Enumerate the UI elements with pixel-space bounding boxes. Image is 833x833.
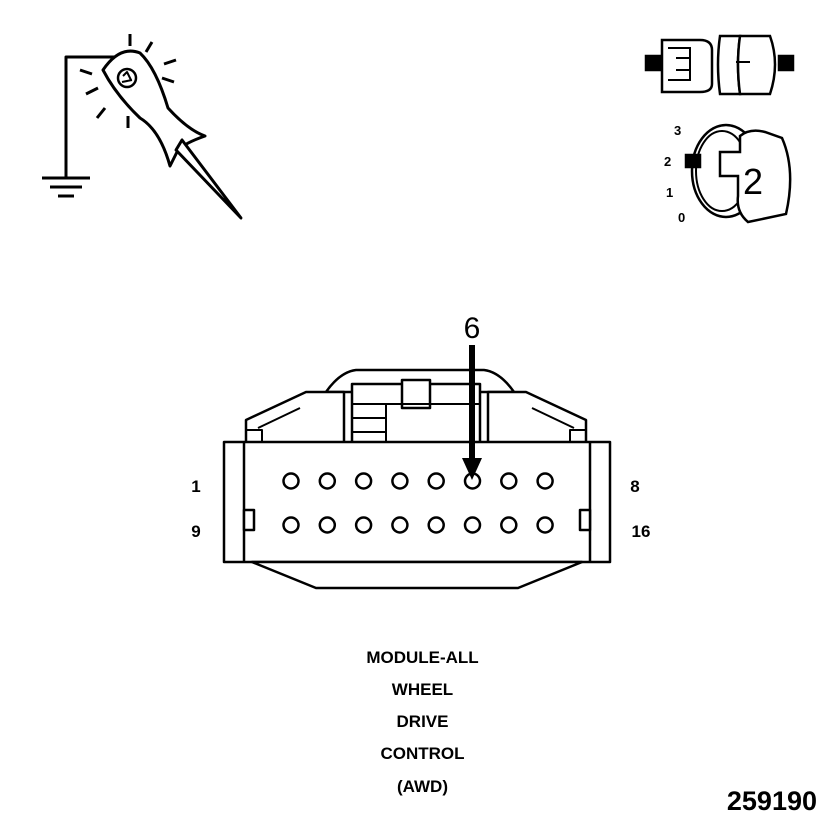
pin-label-8: 8 <box>630 477 639 496</box>
probe-tip <box>174 138 243 220</box>
pin-cavity-12 <box>391 516 409 534</box>
caption-line-2: WHEEL <box>391 680 454 699</box>
caption-line-5: (AWD) <box>397 777 448 796</box>
pin-label-16: 16 <box>632 522 651 541</box>
pin-cavity-14 <box>463 516 482 534</box>
pin-cavity-2 <box>318 472 337 490</box>
connector-row-top <box>282 472 554 490</box>
figure-number: 259190 <box>726 786 817 816</box>
pin-cavity-13 <box>427 516 445 534</box>
ground-lead <box>64 55 114 178</box>
probe-arrow <box>462 345 482 480</box>
connector-skirt <box>250 560 584 590</box>
key-position-3: 3 <box>674 123 681 138</box>
connector-row-bottom <box>282 516 554 534</box>
pin-cavity-3 <box>354 472 373 490</box>
pin-cavity-11 <box>354 516 373 534</box>
key-position-marker <box>684 153 702 169</box>
pin-cavity-7 <box>500 472 518 490</box>
key-selected-position: 2 <box>743 161 763 202</box>
light-rays-icon <box>79 34 177 128</box>
lamp-bulb-icon <box>116 67 138 89</box>
connector-body <box>222 440 612 564</box>
probe-pin-label: 6 <box>464 312 481 345</box>
pin-cavity-4 <box>391 472 409 490</box>
key-position-0: 0 <box>678 210 685 225</box>
key-head <box>718 129 792 224</box>
caption-line-4: CONTROL <box>380 744 465 763</box>
pin-cavity-1 <box>282 472 300 490</box>
caption-line-3: DRIVE <box>396 712 449 731</box>
caption-line-1: MODULE-ALL <box>366 648 479 667</box>
pin-cavity-16 <box>536 516 554 534</box>
ground-symbol-icon <box>42 176 90 198</box>
pin-cavity-5 <box>427 472 445 490</box>
pin-cavity-8 <box>536 472 554 490</box>
pin-label-1: 1 <box>191 477 200 496</box>
disconnected-connector-icon <box>644 34 795 96</box>
key-position-2: 2 <box>664 154 671 169</box>
pin-cavity-9 <box>282 516 300 534</box>
pin-label-9: 9 <box>191 522 200 541</box>
ignition-key-icon <box>684 123 792 224</box>
key-position-1: 1 <box>666 185 673 200</box>
test-probe-icon <box>42 34 243 220</box>
pin-cavity-10 <box>318 516 337 534</box>
module-connector <box>222 368 612 590</box>
pin-cavity-15 <box>500 516 518 534</box>
